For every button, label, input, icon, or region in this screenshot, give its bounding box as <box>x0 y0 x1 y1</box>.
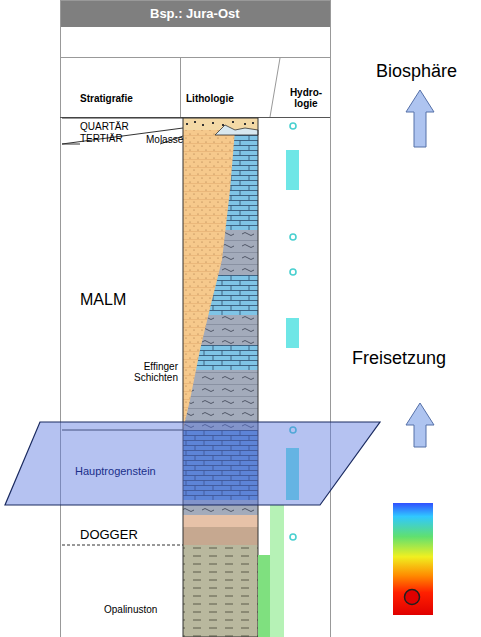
period-label: MALM <box>80 291 126 309</box>
period-label: DOGGER <box>80 528 138 542</box>
formation-label: Molasse <box>146 134 183 145</box>
period-label: QUARTÄR <box>80 121 129 132</box>
process-label: Freisetzung <box>352 349 446 369</box>
column-header: Lithologie <box>186 93 234 104</box>
title-bar: Bsp.: Jura-Ost <box>150 7 240 21</box>
zone-label: Biosphäre <box>376 62 457 82</box>
formation-label: Hauptrogenstein <box>75 465 156 477</box>
formation-label: Effinger Schichten <box>116 361 178 383</box>
period-label: TERTIÄR <box>80 133 123 144</box>
column-header: Stratigrafie <box>80 93 133 104</box>
column-header: Hydro- logie <box>284 87 328 109</box>
formation-label: Opalinuston <box>104 604 157 615</box>
